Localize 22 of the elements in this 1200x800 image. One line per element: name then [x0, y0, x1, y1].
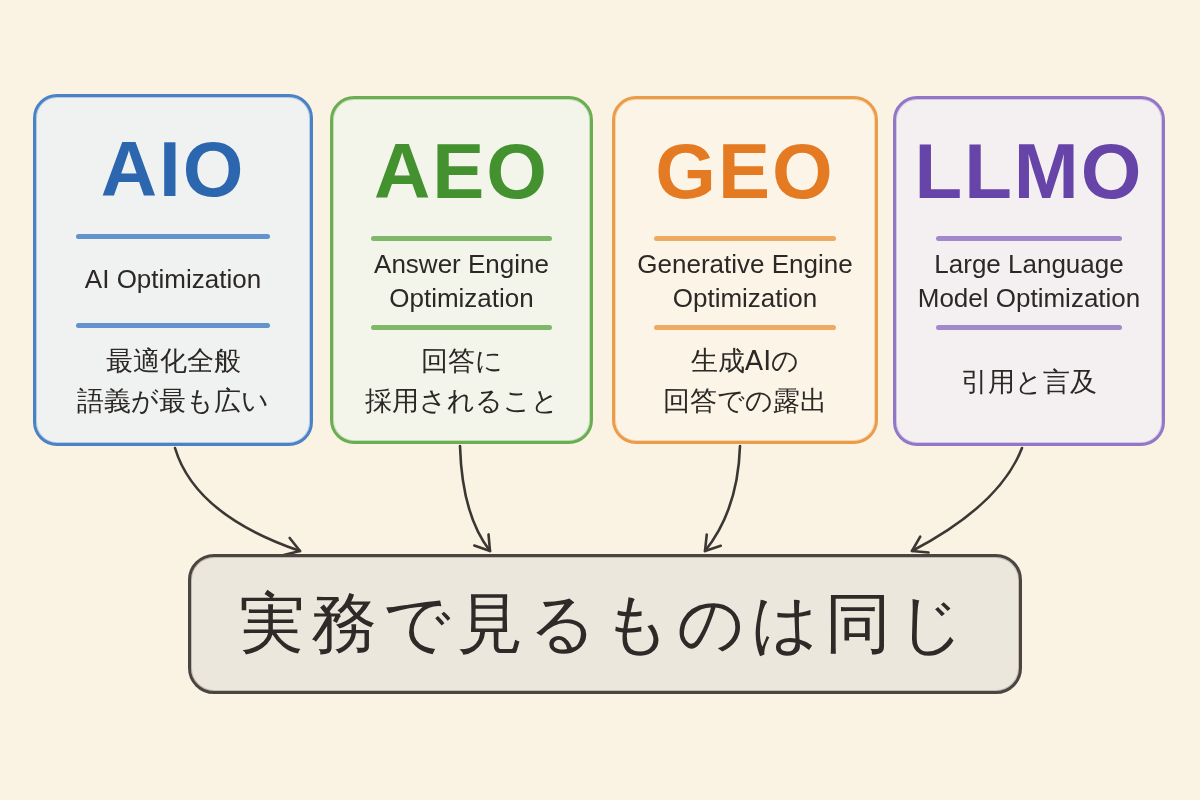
summary-text: 実務で見るものは同じ [239, 584, 971, 664]
arrow [703, 444, 742, 553]
term-label: Generative Engine Optimization [636, 248, 854, 315]
arrow [173, 446, 302, 556]
acronym-heading: LLMO [914, 129, 1144, 215]
description-text: 生成AIの回答での露出 [663, 344, 827, 418]
term-label: AI Optimization [84, 263, 262, 297]
summary-box [188, 554, 1022, 694]
acronym-heading: AIO [100, 127, 246, 213]
term-card [612, 96, 878, 444]
term-label: Large Language Model Optimization [916, 248, 1142, 315]
term-card [330, 96, 593, 444]
description-text: 最適化全般語義が最も広い [77, 344, 269, 418]
arrow [458, 444, 492, 553]
term-card [33, 94, 313, 446]
acronym-heading: AEO [374, 129, 549, 215]
acronym-heading: GEO [655, 129, 835, 215]
description-text: 回答に採用されること [364, 344, 559, 418]
term-label: Answer Engine Optimization [373, 248, 550, 315]
term-card [893, 96, 1165, 446]
arrow [910, 446, 1024, 554]
description-text: 引用と言及 [961, 364, 1097, 399]
